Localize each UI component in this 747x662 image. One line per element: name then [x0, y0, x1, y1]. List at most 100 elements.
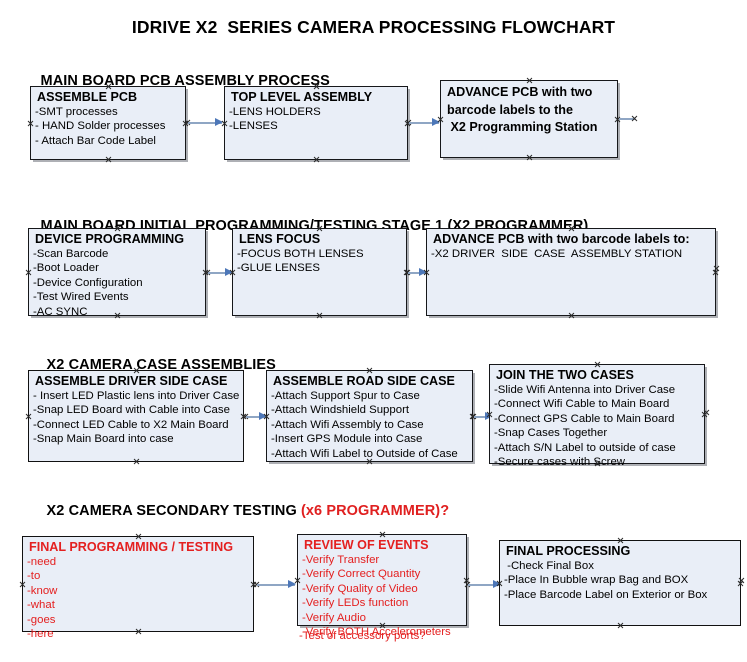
node-advance-pcb-to-x2-programming-station[interactable]: ADVANCE PCB with two barcode labels to t…	[440, 80, 618, 158]
node-top-level-assembly[interactable]: TOP LEVEL ASSEMBLY -LENS HOLDERS -LENSES	[224, 86, 408, 160]
connector-driver-side-case-to-road-side-case[interactable]	[246, 412, 267, 421]
arrowhead-icon	[288, 580, 296, 588]
page-title: IDRIVE X2 SERIES CAMERA PROCESSING FLOWC…	[131, 17, 616, 37]
resize-handle-bottom-icon[interactable]	[316, 312, 323, 319]
node-line: -SMT processes	[35, 106, 118, 118]
connector-review-of-events-to-final-processing[interactable]	[468, 580, 501, 589]
section-heading-text: X2 CAMERA SECONDARY TESTING	[46, 503, 301, 519]
resize-handle-top-icon[interactable]	[366, 367, 373, 374]
node-lens-focus[interactable]: LENS FOCUS -FOCUS BOTH LENSES -GLUE LENS…	[232, 228, 407, 316]
arrowhead-icon	[493, 580, 501, 588]
resize-handle-top-icon[interactable]	[526, 77, 533, 84]
node-assemble-driver-side-case[interactable]: ASSEMBLE DRIVER SIDE CASE - Insert LED P…	[28, 370, 244, 462]
connector-stub-endpoint-row1-icon[interactable]	[631, 115, 638, 122]
resize-handle-left-icon[interactable]	[25, 413, 32, 420]
node-title: ASSEMBLE DRIVER SIDE CASE	[35, 374, 228, 388]
node-overflow-line: -Test of accessory ports?	[299, 630, 426, 642]
node-line: -Attach Windshield Support	[271, 404, 410, 417]
node-title: ADVANCE PCB with two barcode labels to:	[433, 232, 690, 246]
connector-device-programming-to-lens-focus[interactable]	[208, 268, 233, 277]
node-title: FINAL PROCESSING	[506, 544, 631, 558]
node-line: -GLUE LENSES	[237, 262, 320, 275]
node-line: -LENSES	[229, 120, 278, 133]
node-line: -X2 DRIVER SIDE CASE ASSEMBLY STATION	[431, 248, 683, 260]
connector-shaft	[188, 122, 222, 124]
node-line: -Attach S/N Label to outside of case	[494, 441, 676, 454]
connector-shaft	[468, 584, 500, 586]
connector-top-level-assembly-to-advance-pcb[interactable]	[409, 118, 440, 127]
connector-shaft	[257, 584, 295, 586]
node-title: LENS FOCUS	[239, 232, 321, 246]
resize-handle-left-icon[interactable]	[27, 120, 34, 127]
node-title: DEVICE PROGRAMMING	[35, 232, 185, 246]
section-heading-x2-camera-secondary-testing: X2 CAMERA SECONDARY TESTING (x6 PROGRAMM…	[30, 487, 450, 535]
arrowhead-icon	[215, 118, 223, 126]
node-line: -Snap Cases Together	[494, 427, 608, 440]
node-line: -Connect GPS Cable to Main Board	[494, 412, 675, 425]
connector-shaft	[409, 122, 439, 124]
resize-handle-bottom-icon[interactable]	[133, 458, 140, 465]
resize-handle-left-icon[interactable]	[25, 269, 32, 276]
node-assemble-road-side-case[interactable]: ASSEMBLE ROAD SIDE CASE -Attach Support …	[266, 370, 473, 462]
connector-final-programming-to-review-of-events[interactable]	[257, 580, 296, 589]
node-line: -what	[27, 599, 55, 612]
node-line: -Slide Wifi Antenna into Driver Case	[494, 384, 676, 396]
node-line: -Verify LEDs function	[302, 597, 409, 610]
node-line: - Attach Bar Code Label	[35, 134, 156, 147]
node-line: -Insert GPS Module into Case	[271, 433, 423, 446]
node-line: -Verify Audio	[302, 611, 366, 624]
node-line: -Connect Wifi Cable to Main Board	[494, 398, 670, 411]
node-title: ASSEMBLE ROAD SIDE CASE	[273, 374, 455, 388]
resize-handle-bottom-icon[interactable]	[313, 156, 320, 163]
node-line: -FOCUS BOTH LENSES	[237, 248, 364, 260]
resize-handle-bottom-icon[interactable]	[568, 312, 575, 319]
resize-handle-bottom-icon[interactable]	[526, 154, 533, 161]
resize-handle-bottom-icon[interactable]	[105, 156, 112, 163]
node-assemble-pcb[interactable]: ASSEMBLE PCB -SMT processes - HAND Solde…	[30, 86, 186, 160]
connector-shaft	[474, 416, 492, 418]
node-line: -Snap Main Board into case	[33, 433, 174, 446]
node-line: -to	[27, 570, 41, 583]
node-title: TOP LEVEL ASSEMBLY	[231, 90, 373, 104]
node-advance-pcb-to-driver-side-case-station[interactable]: ADVANCE PCB with two barcode labels to: …	[426, 228, 716, 316]
connector-lens-focus-to-advance-pcb[interactable]	[408, 268, 427, 277]
node-review-of-events[interactable]: REVIEW OF EVENTS -Verify Transfer -Verif…	[297, 534, 467, 638]
connector-shaft	[208, 272, 232, 274]
node-line: -goes	[27, 613, 56, 626]
resize-handle-top-icon[interactable]	[594, 361, 601, 368]
node-device-programming[interactable]: DEVICE PROGRAMMING -Scan Barcode -Boot L…	[25, 228, 206, 318]
node-title: ADVANCE PCB with two barcode labels to t…	[447, 85, 598, 134]
node-join-the-two-cases[interactable]: JOIN THE TWO CASES -Slide Wifi Antenna i…	[489, 361, 705, 468]
connector-stub-endpoint-row2-icon[interactable]	[713, 265, 720, 272]
node-line: -Place In Bubble wrap Bag and BOX	[504, 574, 689, 587]
section-heading-text: MAIN BOARD PCB ASSEMBLY PROCESS	[40, 73, 330, 89]
arrowhead-icon	[259, 412, 267, 420]
node-final-programming-testing[interactable]: FINAL PROGRAMMING / TESTING -need -to -k…	[19, 536, 254, 640]
node-title: FINAL PROGRAMMING / TESTING	[29, 540, 234, 554]
section-heading-x2-camera-case-assemblies: X2 CAMERA CASE ASSEMBLIES	[30, 341, 276, 389]
node-final-processing[interactable]: FINAL PROCESSING -Check Final Box -Place…	[499, 540, 741, 626]
connector-assemble-pcb-to-top-level-assembly[interactable]	[188, 118, 223, 127]
node-line: -Connect LED Cable to X2 Main Board	[33, 418, 229, 431]
node-line: -Attach Wifi Label to Outside of Case	[271, 447, 458, 460]
resize-handle-top-icon[interactable]	[617, 537, 624, 544]
node-line: -Test Wired Events	[33, 291, 129, 304]
resize-handle-left-icon[interactable]	[19, 581, 26, 588]
connector-stub-endpoint-row4-icon[interactable]	[738, 577, 745, 584]
resize-handle-bottom-icon[interactable]	[617, 622, 624, 629]
node-line: - HAND Solder processes	[35, 120, 166, 133]
arrowhead-icon	[419, 268, 427, 276]
node-line: -Verify BOTH Accelerometers	[302, 626, 451, 639]
node-line: -Boot Loader	[33, 262, 99, 275]
node-line: -Scan Barcode	[33, 248, 109, 260]
connector-stub-endpoint-row3-icon[interactable]	[703, 409, 710, 416]
section-heading-text: X2 CAMERA CASE ASSEMBLIES	[46, 357, 276, 373]
arrowhead-icon	[432, 118, 440, 126]
node-line: -Secure cases with Screw	[494, 456, 626, 469]
node-line: - Insert LED Plastic lens into Driver Ca…	[33, 390, 240, 402]
node-line: -Attach Support Spur to Case	[271, 390, 420, 402]
connector-stub-row1[interactable]	[619, 118, 635, 120]
node-line: -AC SYNC	[33, 305, 88, 318]
arrowhead-icon	[225, 268, 233, 276]
connector-shaft	[246, 416, 266, 418]
